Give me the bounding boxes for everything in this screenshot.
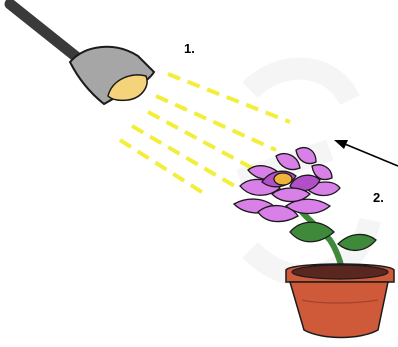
light-ray-icon bbox=[156, 96, 276, 150]
lamp-handle bbox=[10, 4, 84, 63]
flower-pot-icon bbox=[286, 264, 394, 338]
flower-label: 2. bbox=[373, 190, 384, 205]
desk-lamp-icon bbox=[10, 4, 154, 104]
light-ray-icon bbox=[148, 112, 252, 168]
flower-center bbox=[274, 173, 292, 185]
light-ray-icon bbox=[120, 140, 208, 196]
lamp-label: 1. bbox=[184, 41, 195, 56]
pot-soil bbox=[292, 265, 388, 279]
arrow-icon bbox=[334, 140, 398, 166]
pot-body bbox=[290, 282, 388, 338]
